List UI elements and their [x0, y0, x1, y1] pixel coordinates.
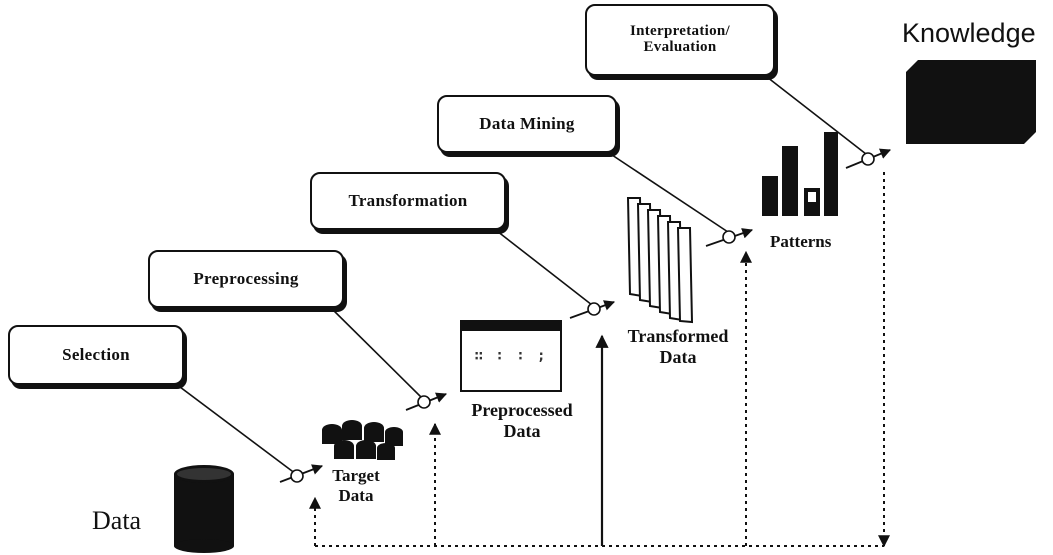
datamining-step-box: Data Mining: [437, 95, 617, 153]
preprocessed-data-label-line1: Preprocessed: [471, 400, 573, 420]
knowledge-block-icon: [906, 60, 1036, 144]
patterns-bar-icon: [762, 132, 838, 216]
flow-arrow-datamining: [705, 228, 754, 247]
target-data-label-line1: Target: [332, 466, 380, 485]
feedback-loop: [309, 172, 890, 548]
target-data-label-line2: Data: [338, 485, 374, 505]
transformed-data-label-line1: Transformed: [627, 326, 729, 346]
transformed-data-label: Transformed Data: [613, 326, 743, 367]
target-data-cluster-icon: [322, 420, 403, 460]
preprocessed-data-window-icon: ∷ ∶ ∶ ;: [460, 320, 562, 392]
selection-pointer-line: [167, 377, 297, 475]
transformation-step-label: Transformation: [348, 191, 468, 211]
target-data-label: Target Data: [331, 466, 381, 505]
transformation-pointer-line: [487, 223, 593, 306]
transformation-step-box: Transformation: [310, 172, 506, 230]
flow-arrow-selection: [279, 464, 324, 483]
interpretation-step-label-line2: Evaluation: [643, 39, 717, 55]
preprocessing-step-box: Preprocessing: [148, 250, 344, 308]
transformed-data-stack-icon: [626, 197, 694, 324]
interpretation-step-label-line1: Interpretation/: [629, 23, 731, 40]
preprocessing-pointer-line: [324, 301, 423, 399]
knowledge-label: Knowledge: [902, 18, 1036, 48]
flow-arrow-preprocessing: [405, 392, 448, 411]
preprocessed-data-label: Preprocessed Data: [452, 400, 592, 441]
preprocessed-data-label-line2: Data: [503, 420, 541, 441]
interpretation-pointer-line: [757, 69, 867, 155]
window-preview-text: ∷ ∶ ∶ ;: [474, 348, 548, 364]
interpretation-step-box: Interpretation/ Evaluation: [585, 4, 775, 76]
preprocessing-step-label: Preprocessing: [193, 269, 299, 289]
database-cylinder-icon: [174, 465, 234, 553]
flow-arrow-transformation: [569, 300, 616, 319]
patterns-label: Patterns: [770, 232, 832, 251]
selection-step-box: Selection: [8, 325, 184, 385]
flow-arrow-interpretation: [845, 148, 891, 169]
data-stage-label: Data: [92, 506, 142, 535]
selection-step-label: Selection: [62, 345, 130, 365]
datamining-step-label: Data Mining: [479, 114, 575, 134]
window-title-bar: [462, 322, 560, 331]
datamining-pointer-line: [599, 146, 729, 233]
transformed-data-label-line2: Data: [659, 346, 697, 367]
